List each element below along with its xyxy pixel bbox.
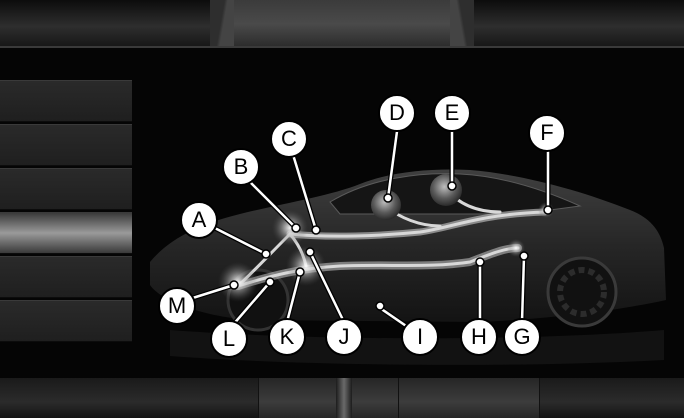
callout-e: E: [433, 94, 471, 132]
module-node-k: [286, 246, 326, 286]
callout-j: J: [325, 318, 363, 356]
bottom-button-right[interactable]: [398, 378, 540, 418]
callout-c: C: [270, 120, 308, 158]
callout-k: K: [268, 318, 306, 356]
menu-item-1[interactable]: [0, 80, 132, 122]
menu-item-3[interactable]: [0, 168, 132, 210]
callout-b: B: [222, 148, 260, 186]
menu-item-6[interactable]: [0, 300, 132, 342]
callout-h: H: [460, 318, 498, 356]
menu-item-4-active[interactable]: [0, 212, 132, 254]
top-center-tab[interactable]: [210, 0, 474, 48]
bottom-bar: [0, 378, 684, 418]
callout-f: F: [528, 114, 566, 152]
top-divider: [0, 46, 684, 48]
callout-g: G: [503, 318, 541, 356]
module-orb-e: [430, 174, 462, 206]
module-node-b: [272, 210, 308, 246]
callout-i: I: [401, 318, 439, 356]
callout-m: M: [158, 287, 196, 325]
module-node-m: [218, 262, 258, 302]
bottom-center-notch: [336, 378, 352, 418]
bottom-button-left[interactable]: [258, 378, 400, 418]
callout-l: L: [210, 320, 248, 358]
menu-item-5[interactable]: [0, 256, 132, 298]
callout-d: D: [378, 94, 416, 132]
menu-item-2[interactable]: [0, 124, 132, 166]
module-orb-d: [371, 190, 401, 220]
side-menu: [0, 80, 132, 342]
top-bar: [0, 0, 684, 48]
callout-a: A: [180, 201, 218, 239]
module-node-g: [507, 239, 525, 257]
